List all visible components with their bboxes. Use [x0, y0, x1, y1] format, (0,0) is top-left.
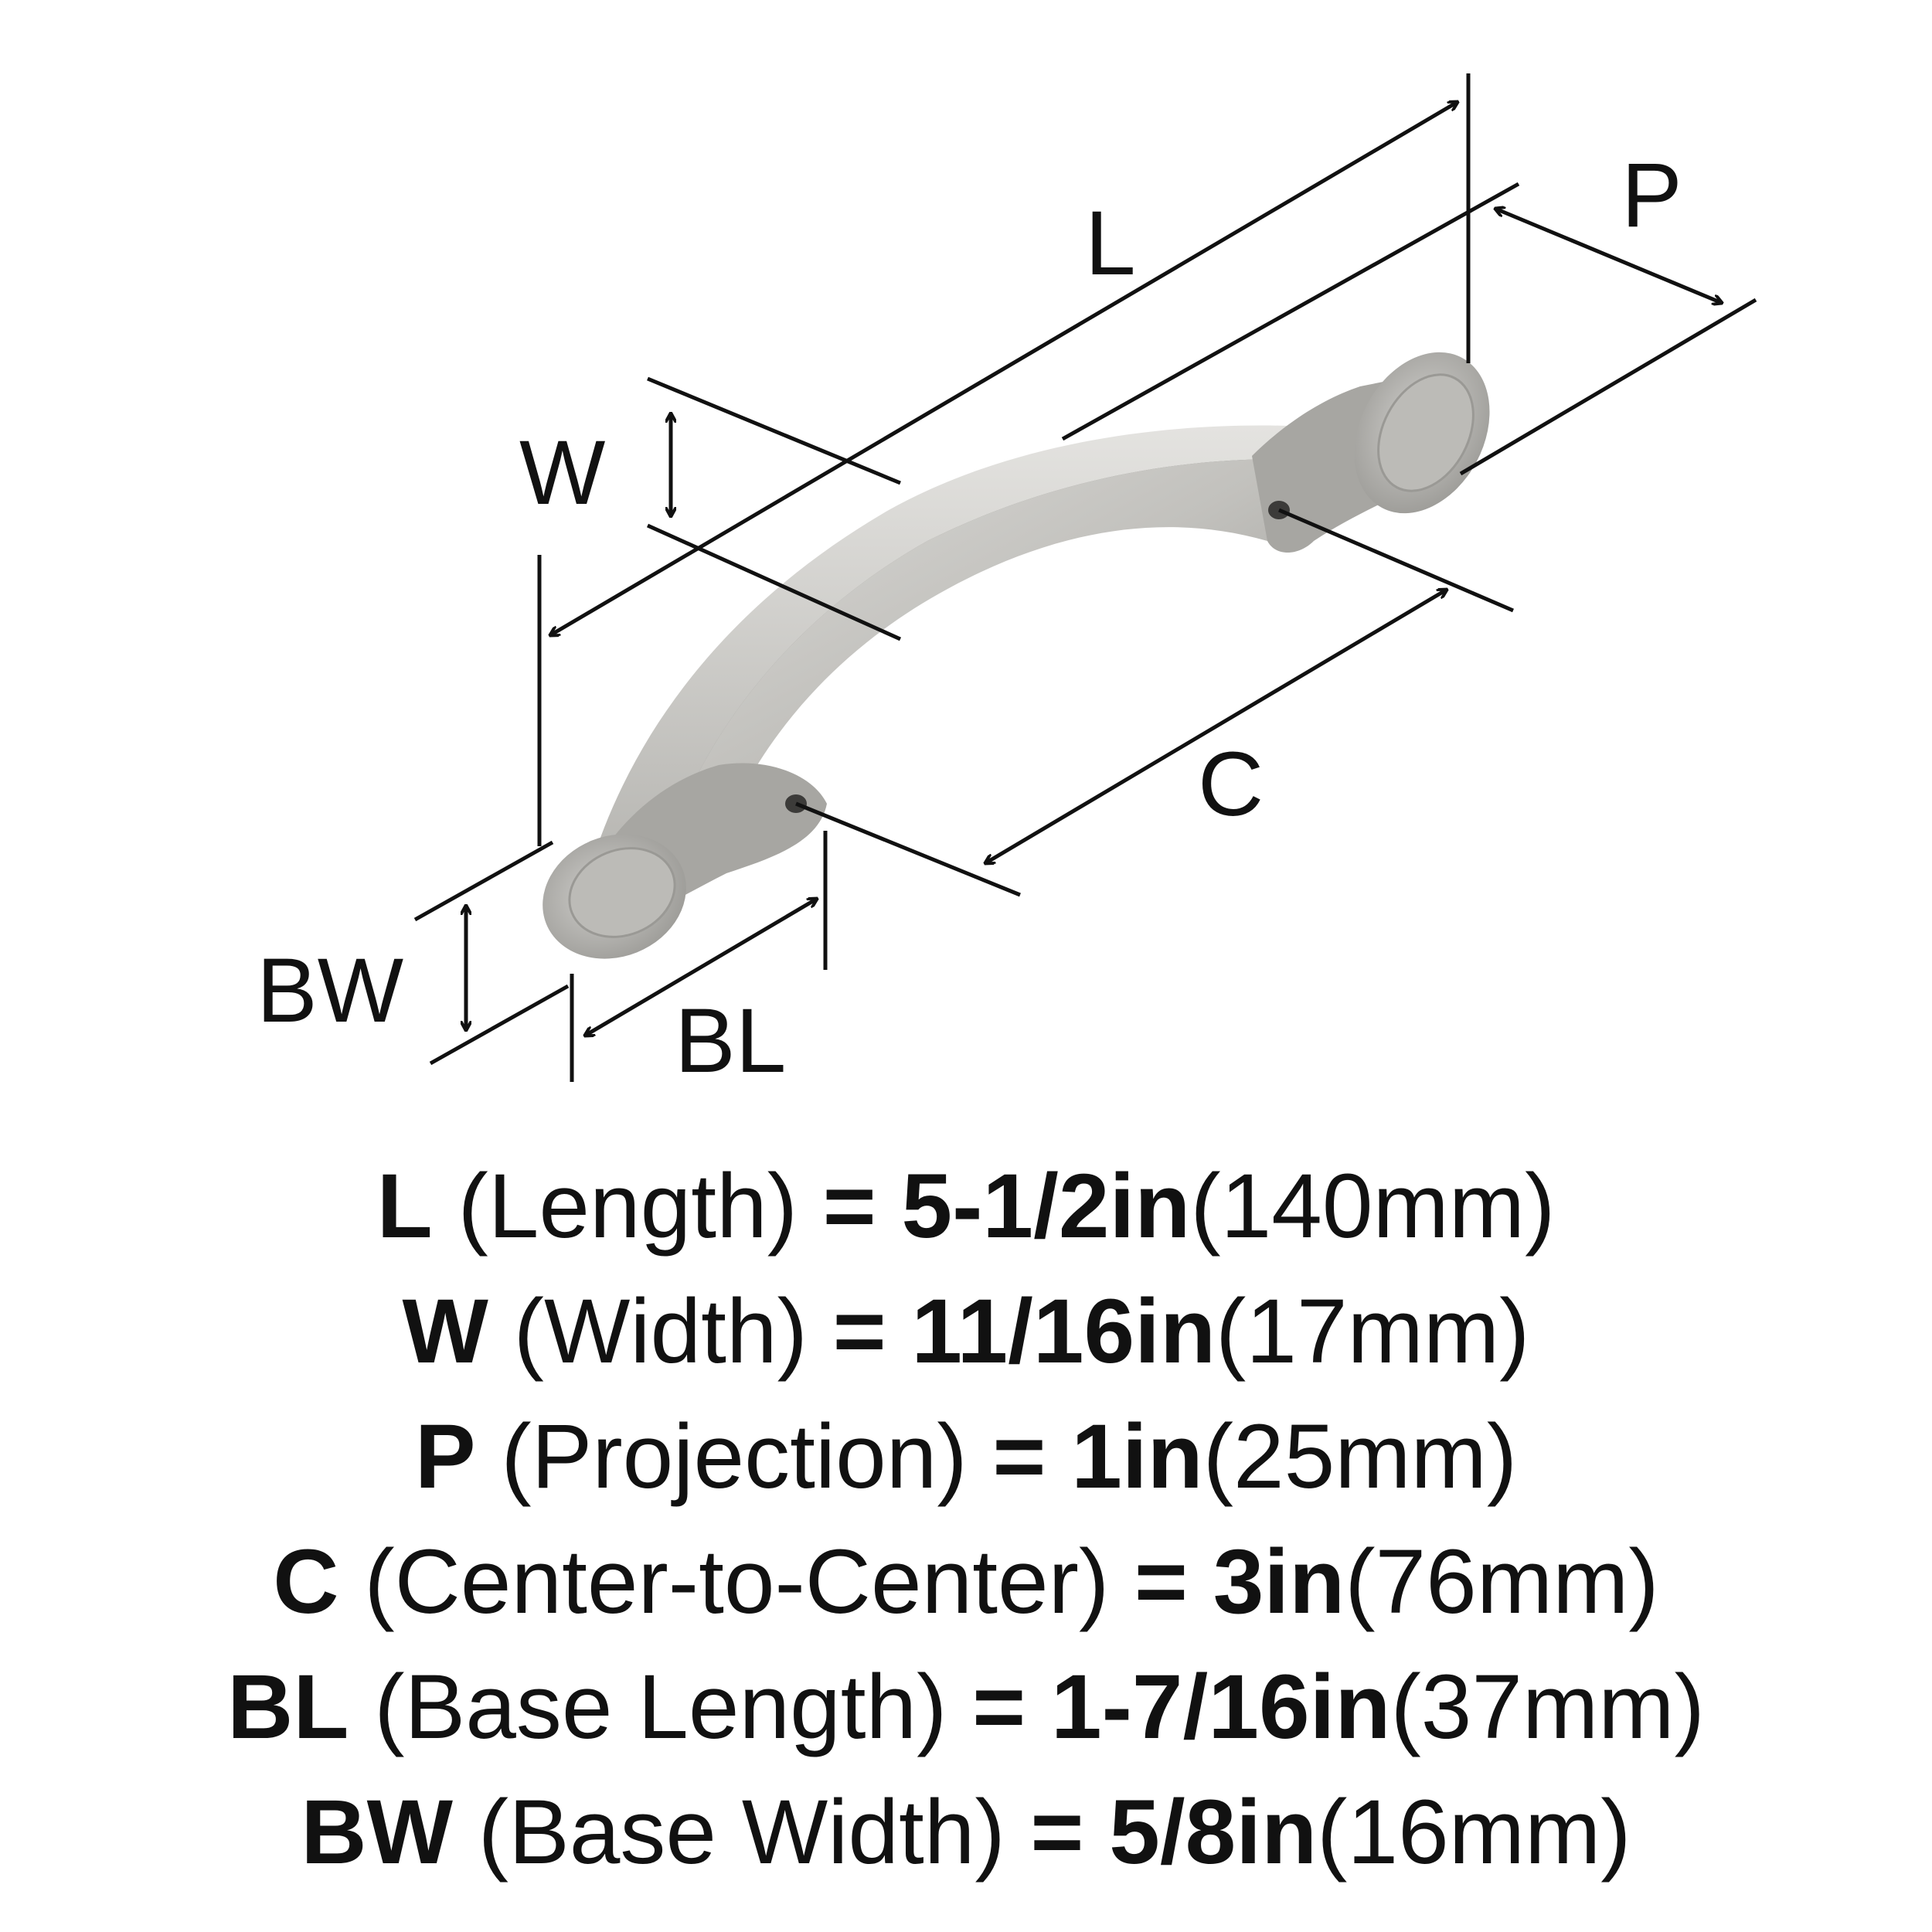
spec-equals: =	[972, 1656, 1026, 1758]
spec-imperial: 5/8in	[1109, 1781, 1318, 1883]
spec-metric: (140mm)	[1190, 1155, 1556, 1257]
l-dimension-arrow	[550, 102, 1458, 635]
label-w: W	[519, 422, 605, 524]
spec-symbol: P	[414, 1406, 476, 1508]
spec-equals: =	[1030, 1781, 1084, 1883]
p-extension-bottom	[1459, 298, 1757, 476]
spec-symbol: L	[376, 1155, 433, 1257]
dimension-lines	[413, 73, 1757, 1082]
spec-metric: (17mm)	[1216, 1281, 1530, 1383]
spec-imperial: 1-7/16in	[1050, 1656, 1391, 1758]
bl-dimension-arrow	[585, 899, 817, 1036]
spec-symbol: W	[402, 1281, 488, 1383]
spec-row-center-to-center: C (Center-to-Center) = 3in(76mm)	[0, 1519, 1932, 1645]
spec-row-width: W (Width) = 11/16in(17mm)	[0, 1269, 1932, 1394]
label-bw: BW	[257, 940, 403, 1042]
spec-metric: (25mm)	[1202, 1406, 1518, 1508]
spec-description: (Length)	[457, 1155, 798, 1257]
spec-row-base-width: BW (Base Width) = 5/8in(16mm)	[0, 1770, 1932, 1895]
specification-list: L (Length) = 5-1/2in(140mm) W (Width) = …	[0, 1144, 1932, 1895]
spec-row-length: L (Length) = 5-1/2in(140mm)	[0, 1144, 1932, 1269]
spec-imperial: 5-1/2in	[901, 1155, 1191, 1257]
c-dimension-arrow	[985, 590, 1447, 863]
spec-equals: =	[832, 1281, 886, 1383]
spec-metric: (16mm)	[1317, 1781, 1631, 1883]
handle-dimension-diagram: L W P C BW BL	[257, 73, 1757, 1092]
spec-imperial: 1in	[1071, 1406, 1203, 1508]
spec-description: (Base Length)	[374, 1656, 947, 1758]
p-dimension-arrow	[1495, 209, 1722, 303]
spec-symbol: BL	[227, 1656, 349, 1758]
spec-equals: =	[992, 1406, 1046, 1508]
spec-imperial: 3in	[1213, 1531, 1345, 1633]
p-extension-top	[1061, 182, 1520, 441]
w-extension-bottom	[646, 523, 902, 641]
w-extension-top	[647, 376, 901, 485]
label-p: P	[1621, 145, 1682, 247]
spec-equals: =	[1134, 1531, 1188, 1633]
c-extension-right	[1278, 508, 1514, 613]
spec-description: (Center-to-Center)	[364, 1531, 1110, 1633]
label-bl: BL	[675, 990, 786, 1092]
spec-row-base-length: BL (Base Length) = 1-7/16in(37mm)	[0, 1645, 1932, 1770]
bw-extension-bottom	[429, 984, 570, 1066]
label-c: C	[1198, 733, 1264, 835]
dimension-labels: L W P C BW BL	[257, 145, 1682, 1092]
spec-imperial: 11/16in	[911, 1281, 1216, 1383]
spec-description: (Width)	[513, 1281, 808, 1383]
bw-extension-top	[413, 840, 554, 922]
spec-symbol: BW	[301, 1781, 453, 1883]
spec-row-projection: P (Projection) = 1in(25mm)	[0, 1394, 1932, 1519]
spec-description: (Projection)	[501, 1406, 968, 1508]
spec-metric: (76mm)	[1345, 1531, 1659, 1633]
spec-equals: =	[822, 1155, 876, 1257]
label-l: L	[1085, 192, 1136, 294]
c-extension-left	[795, 801, 1021, 897]
spec-metric: (37mm)	[1390, 1656, 1705, 1758]
spec-description: (Base Width)	[478, 1781, 1005, 1883]
spec-symbol: C	[273, 1531, 339, 1633]
